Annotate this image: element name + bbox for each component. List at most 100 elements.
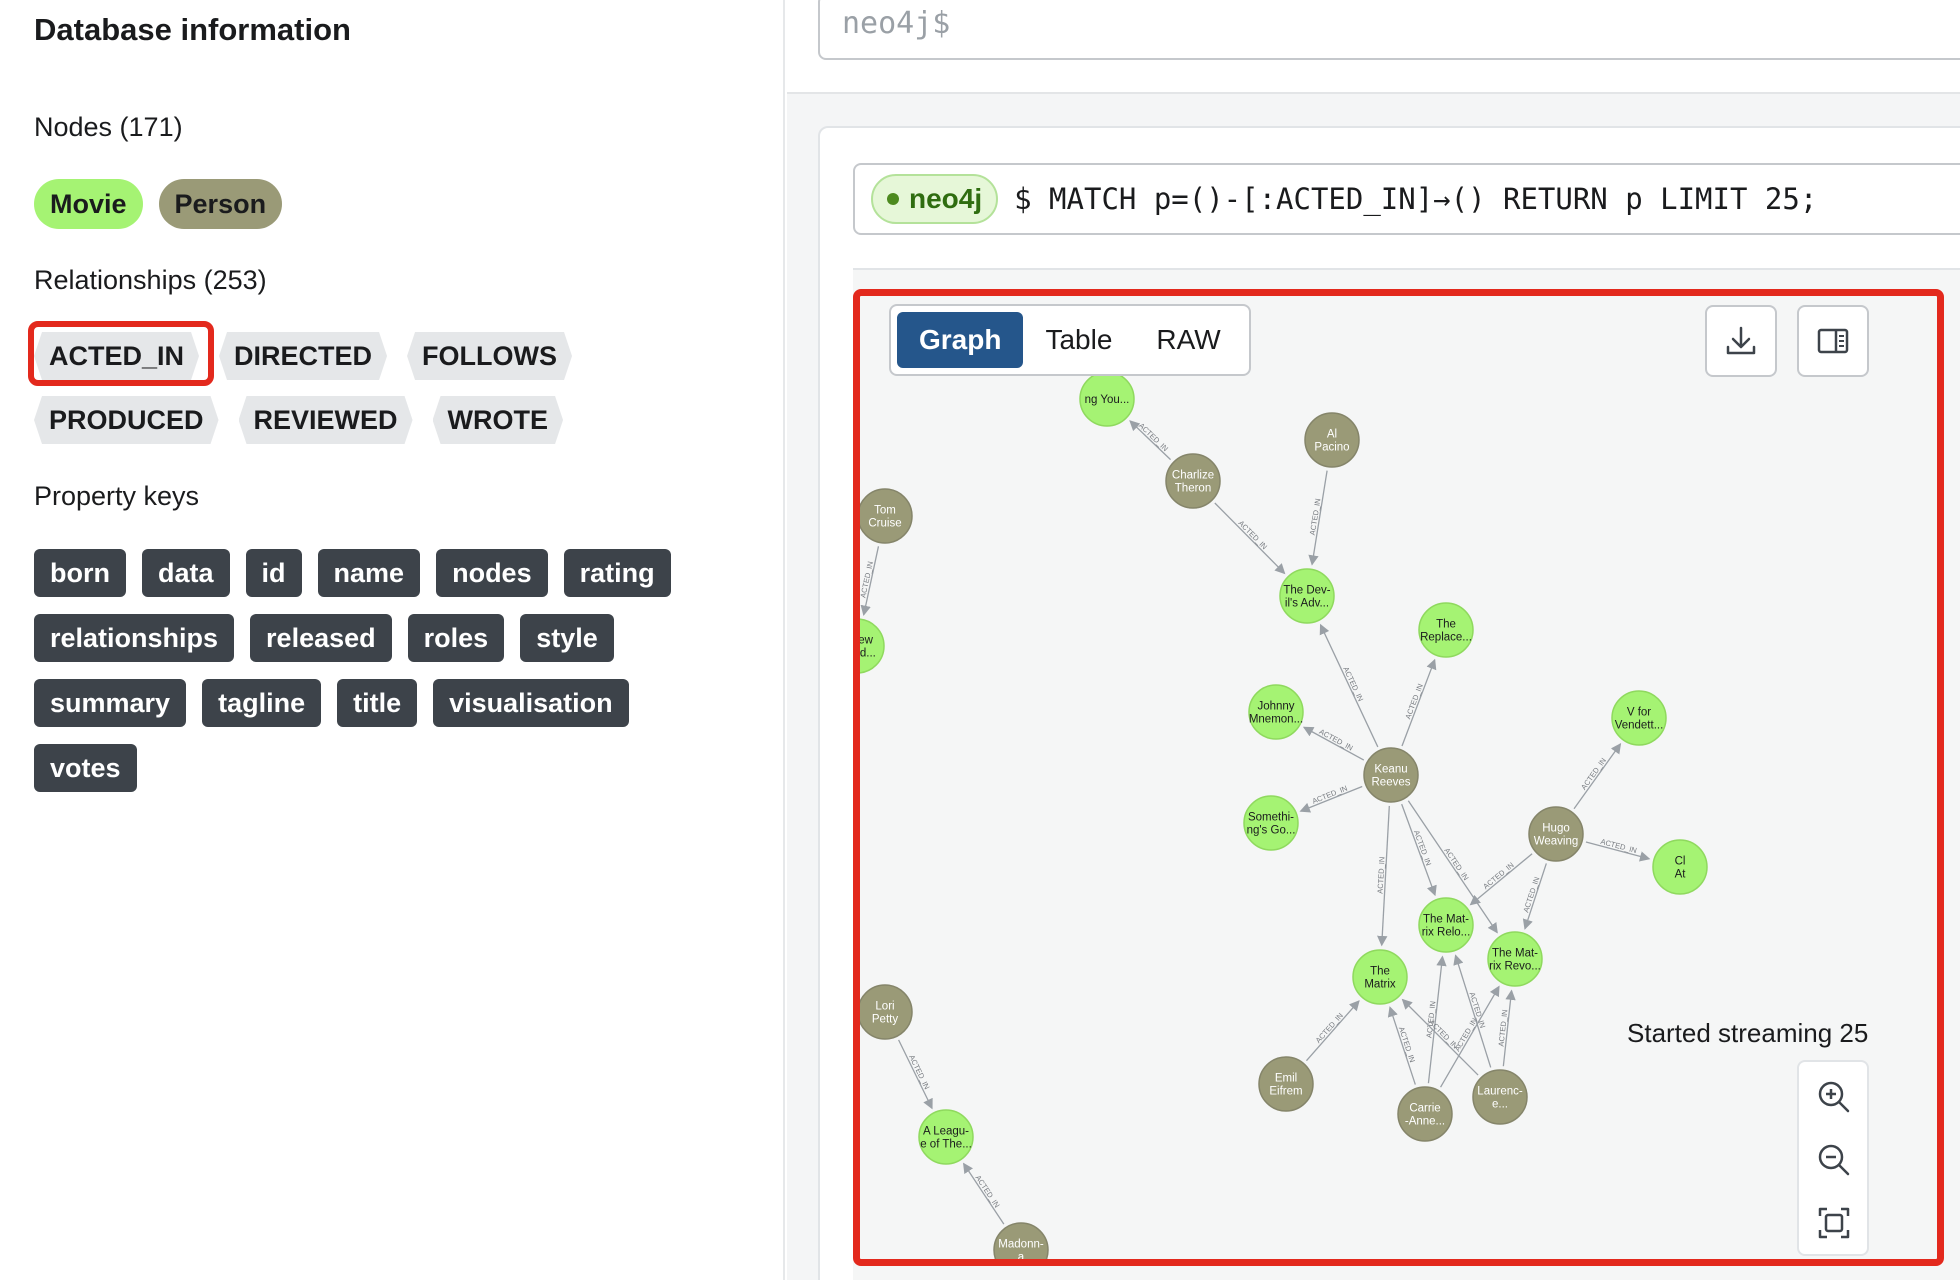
frame-command-bar[interactable]: neo4j $ MATCH p=()-[:ACTED_IN]→() RETURN… <box>853 163 1960 235</box>
property-key-rating[interactable]: rating <box>563 549 671 597</box>
graph-node-movie[interactable]: V forVendett... <box>1611 690 1667 746</box>
node-circle[interactable] <box>1352 949 1408 1005</box>
relationship-edge[interactable] <box>1387 1006 1416 1085</box>
relationship-edge[interactable] <box>1522 863 1547 930</box>
node-circle[interactable] <box>1472 1069 1528 1125</box>
graph-node-movie[interactable]: A FewGood... <box>853 618 885 674</box>
graph-node-movie[interactable]: JohnnyMnemon... <box>1248 684 1304 740</box>
property-key-roles[interactable]: roles <box>407 614 505 662</box>
relationship-edge[interactable] <box>1308 470 1328 566</box>
relationship-type-wrote[interactable]: WROTE <box>433 396 564 444</box>
node-circle[interactable] <box>1363 747 1419 803</box>
node-circle[interactable] <box>1418 602 1474 658</box>
tab-table[interactable]: Table <box>1045 324 1113 355</box>
property-key-id[interactable]: id <box>245 549 302 597</box>
relationship-edge[interactable] <box>1401 658 1437 747</box>
relationship-edge[interactable] <box>962 1162 1005 1225</box>
property-key-data[interactable]: data <box>142 549 230 597</box>
property-key-born[interactable]: born <box>34 549 126 597</box>
node-circle[interactable] <box>858 488 913 544</box>
node-circle[interactable] <box>1243 795 1299 851</box>
property-key-name[interactable]: name <box>317 549 421 597</box>
relationship-edge[interactable] <box>1319 623 1379 748</box>
graph-node-movie[interactable]: Somethi-ng's Go... <box>1243 795 1299 851</box>
download-button[interactable] <box>1705 305 1777 377</box>
relationship-type-acted-in[interactable]: ACTED_IN <box>34 332 199 380</box>
relationship-edge[interactable] <box>1214 502 1286 575</box>
node-circle[interactable] <box>1279 568 1335 624</box>
relationship-type-reviewed[interactable]: REVIEWED <box>239 396 413 444</box>
node-circle[interactable] <box>1304 412 1360 468</box>
node-circle[interactable] <box>853 618 885 674</box>
relationship-edge[interactable] <box>1585 841 1651 862</box>
relationship-edge[interactable] <box>1302 726 1365 761</box>
property-key-votes[interactable]: votes <box>34 744 137 792</box>
graph-node-person[interactable]: Madonn-a <box>993 1222 1049 1270</box>
node-circle[interactable] <box>1611 690 1667 746</box>
relationship-edge[interactable] <box>1440 985 1500 1088</box>
relationship-type-directed[interactable]: DIRECTED <box>219 332 387 380</box>
relationship-edge[interactable] <box>1401 998 1479 1076</box>
node-circle[interactable] <box>858 984 913 1040</box>
tab-raw[interactable]: RAW <box>1156 324 1221 355</box>
relationship-edge[interactable] <box>1129 420 1172 461</box>
node-label-person[interactable]: Person <box>158 179 283 229</box>
query-input[interactable]: neo4j$ <box>818 0 1960 60</box>
property-key-released[interactable]: released <box>250 614 392 662</box>
property-key-tagline[interactable]: tagline <box>202 679 322 727</box>
database-badge[interactable]: neo4j <box>871 174 999 224</box>
fit-to-screen-button[interactable] <box>1813 1202 1855 1244</box>
zoom-out-button[interactable] <box>1813 1139 1855 1181</box>
property-key-title[interactable]: title <box>337 679 418 727</box>
relationship-edge[interactable] <box>1407 800 1498 934</box>
relationship-edge[interactable] <box>860 546 880 616</box>
relationship-edge[interactable] <box>1377 805 1390 947</box>
graph-node-movie[interactable]: The Dev-il's Adv... <box>1279 568 1335 624</box>
property-key-visualisation[interactable]: visualisation <box>433 679 629 727</box>
node-circle[interactable] <box>1258 1056 1314 1112</box>
node-circle[interactable] <box>1528 806 1584 862</box>
node-circle[interactable] <box>1652 839 1708 895</box>
graph-node-movie[interactable]: The Mat-rix Relo... <box>1418 897 1474 953</box>
relationship-edge[interactable] <box>1469 853 1533 906</box>
graph-node-person[interactable]: Laurenc-e... <box>1472 1069 1528 1125</box>
node-circle[interactable] <box>1418 897 1474 953</box>
relationship-edge[interactable] <box>1305 1000 1360 1062</box>
graph-node-movie[interactable]: A Leagu-e of The... <box>918 1109 974 1165</box>
node-circle[interactable] <box>1397 1086 1453 1142</box>
graph-node-person[interactable]: Carrie-Anne... <box>1397 1086 1453 1142</box>
zoom-in-button[interactable] <box>1813 1076 1855 1118</box>
node-circle[interactable] <box>993 1222 1049 1270</box>
node-label-movie[interactable]: Movie <box>34 179 143 229</box>
relationship-type-produced[interactable]: PRODUCED <box>34 396 219 444</box>
relationship-edge[interactable] <box>1401 803 1437 897</box>
relationship-edge[interactable] <box>1299 785 1363 813</box>
property-key-relationships[interactable]: relationships <box>34 614 235 662</box>
relationship-edge[interactable] <box>1573 742 1622 810</box>
node-circle[interactable] <box>1165 453 1221 509</box>
graph-node-movie[interactable]: The Mat-rix Revo... <box>1487 931 1543 987</box>
relationship-edge[interactable] <box>1427 955 1447 1084</box>
node-circle[interactable] <box>1487 931 1543 987</box>
relationship-edge[interactable] <box>1502 989 1516 1067</box>
relationship-type-follows[interactable]: FOLLOWS <box>407 332 572 380</box>
property-key-nodes[interactable]: nodes <box>436 549 548 597</box>
property-key-style[interactable]: style <box>520 614 614 662</box>
tab-graph[interactable]: Graph <box>897 312 1024 368</box>
graph-node-movie[interactable]: TheReplace... <box>1418 602 1474 658</box>
relationship-edge[interactable] <box>898 1039 933 1110</box>
property-key-summary[interactable]: summary <box>34 679 187 727</box>
node-circle[interactable] <box>1248 684 1304 740</box>
node-circle[interactable] <box>918 1109 974 1165</box>
relationship-edge[interactable] <box>1453 954 1492 1068</box>
